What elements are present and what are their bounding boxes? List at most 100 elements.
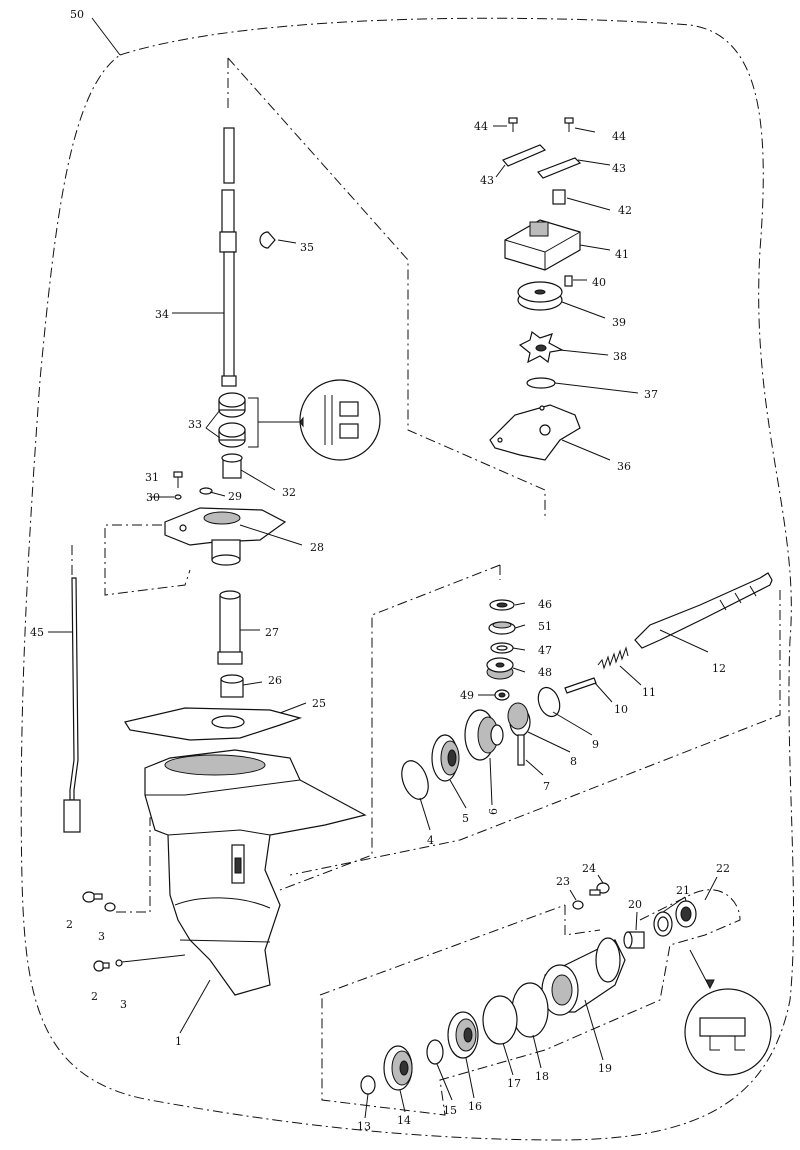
- shim-4: [401, 760, 429, 800]
- callout-36: 36: [617, 460, 631, 473]
- callout-20: 20: [628, 898, 642, 911]
- gear-group: [401, 572, 773, 800]
- bearing-5: [431, 734, 460, 782]
- callout-2-lower: 2: [91, 990, 98, 1003]
- lower-housing-1: [144, 749, 367, 996]
- bushing-21: [653, 911, 673, 937]
- tube-27: [217, 590, 243, 665]
- callout-11: 11: [642, 686, 656, 699]
- bearing-housing-group: [360, 882, 772, 1095]
- callout-18: 18: [535, 1070, 549, 1083]
- callout-30: 30: [146, 491, 160, 504]
- callout-16: 16: [468, 1100, 482, 1113]
- bushing-32: [221, 453, 243, 479]
- callout-34: 34: [155, 308, 169, 321]
- ring-9: [537, 686, 561, 718]
- callout-43-left: 43: [480, 174, 494, 187]
- bushing-26: [220, 674, 244, 698]
- driveshaft-34: [223, 127, 235, 184]
- callout-32: 32: [282, 486, 296, 499]
- washer-3-lower: [115, 959, 123, 967]
- callout-14: 14: [397, 1114, 411, 1127]
- callout-5: 5: [462, 812, 469, 825]
- callout-1: 1: [175, 1035, 182, 1048]
- callout-39: 39: [612, 316, 626, 329]
- pinion-48: [486, 657, 514, 680]
- callout-40: 40: [592, 276, 606, 289]
- callout-26: 26: [268, 674, 282, 687]
- rod-45: [69, 577, 79, 801]
- callout-7: 7: [543, 780, 550, 793]
- callout-48: 48: [538, 666, 552, 679]
- callout-21: 21: [676, 884, 690, 897]
- callout-37: 37: [644, 388, 658, 401]
- bolt-24: [589, 882, 610, 896]
- callout-labels: 50 44 44 43 43 42 41 40 39 38 37 36 35 3…: [30, 8, 730, 1133]
- bushing-detail-callout: [684, 949, 772, 1076]
- callout-50: 50: [70, 8, 84, 21]
- callout-24: 24: [582, 862, 596, 875]
- bearing-detail-callout: [299, 379, 381, 461]
- callout-10: 10: [614, 703, 628, 716]
- callout-27: 27: [265, 626, 279, 639]
- callout-31: 31: [145, 471, 159, 484]
- callout-42: 42: [618, 204, 632, 217]
- callout-6: 6: [487, 808, 500, 815]
- ring-13: [360, 1075, 376, 1095]
- water-pump-group: [489, 117, 582, 461]
- callout-29: 29: [228, 490, 242, 503]
- callout-17: 17: [507, 1077, 521, 1090]
- gear-6: [464, 709, 504, 761]
- oring-29: [199, 487, 213, 495]
- disk-17: [482, 995, 518, 1045]
- bearing-33-upper: [218, 392, 246, 418]
- callout-45: 45: [30, 626, 44, 639]
- washer-30: [174, 494, 182, 500]
- plate-36: [489, 404, 581, 461]
- callout-43-right: 43: [612, 162, 626, 175]
- callout-44-left: 44: [474, 120, 488, 133]
- pin-10: [564, 677, 597, 694]
- callout-46: 46: [538, 598, 552, 611]
- propshaft-axis-line: [289, 590, 781, 876]
- bolt-2-upper: [82, 891, 103, 903]
- washer-23: [572, 900, 584, 910]
- driveshaft-group: [124, 127, 381, 741]
- bolt-2-lower: [93, 960, 110, 972]
- callout-44-right: 44: [612, 130, 626, 143]
- bushing-20: [623, 931, 645, 949]
- callout-38: 38: [613, 350, 627, 363]
- clutch-8: [507, 702, 531, 737]
- pump-housing-41: [504, 219, 581, 271]
- plate-43-right: [536, 157, 582, 179]
- callout-4: 4: [427, 834, 434, 847]
- callout-3-lower: 3: [120, 998, 127, 1011]
- gear-axis-line: [279, 564, 501, 891]
- leader-lines: [48, 17, 718, 1119]
- callout-51: 51: [538, 620, 552, 633]
- nut-49: [494, 689, 510, 701]
- bolt-44-right: [564, 117, 574, 132]
- callout-47: 47: [538, 644, 552, 657]
- callout-2-upper: 2: [66, 918, 73, 931]
- callout-8: 8: [570, 755, 577, 768]
- plate-43-left: [502, 144, 547, 167]
- ring-37: [526, 377, 556, 389]
- housing-28: [164, 507, 287, 566]
- bolt-44-left: [508, 117, 518, 132]
- driveshaft-axis-line: [227, 57, 546, 520]
- bushing-42: [552, 189, 566, 205]
- bushing-22: [675, 900, 697, 928]
- callout-3-upper: 3: [98, 930, 105, 943]
- key-35: [259, 231, 276, 249]
- housing-cap-boundary: [319, 889, 741, 1116]
- callout-9: 9: [592, 738, 599, 751]
- bearing-housing-19: [541, 937, 626, 1016]
- ring-15: [426, 1039, 444, 1065]
- bearing-33-lower: [218, 422, 246, 448]
- callout-49: 49: [460, 689, 474, 702]
- pin-7: [517, 734, 525, 766]
- spring-11: [597, 646, 629, 670]
- bolt-31: [173, 471, 183, 488]
